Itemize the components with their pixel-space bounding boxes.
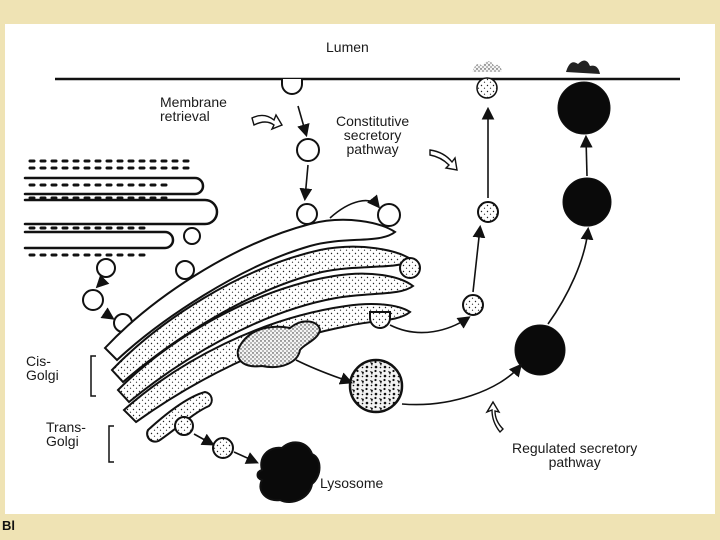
mature-granules [514, 81, 612, 376]
membrane-retrieval-label: Membrane retrieval [160, 94, 227, 124]
condensing-vacuole [236, 320, 322, 368]
immature-granule [348, 358, 404, 414]
trans-golgi-label: Trans- Golgi [46, 419, 86, 449]
constitutive-pathway-label: Constitutive secretory pathway [336, 113, 410, 157]
pathway-arrows [95, 105, 594, 464]
membrane-retrieval-vesicles [281, 79, 320, 162]
lysosome [256, 441, 321, 503]
exocytosis-release [472, 60, 600, 99]
corner-mark: Bl [2, 518, 15, 533]
hint-arrows [251, 113, 504, 434]
trans-golgi-vesicles [174, 257, 421, 459]
transport-vesicles [82, 203, 401, 333]
lumen-label: Lumen [326, 39, 369, 55]
regulated-pathway-label: Regulated secretory pathway [512, 440, 638, 470]
constitutive-vesicles [462, 201, 499, 316]
lysosome-label: Lysosome [320, 475, 384, 491]
endoplasmic-reticulum [23, 159, 219, 257]
cis-golgi-label: Cis- Golgi [26, 353, 59, 383]
golgi-brackets [90, 355, 114, 463]
